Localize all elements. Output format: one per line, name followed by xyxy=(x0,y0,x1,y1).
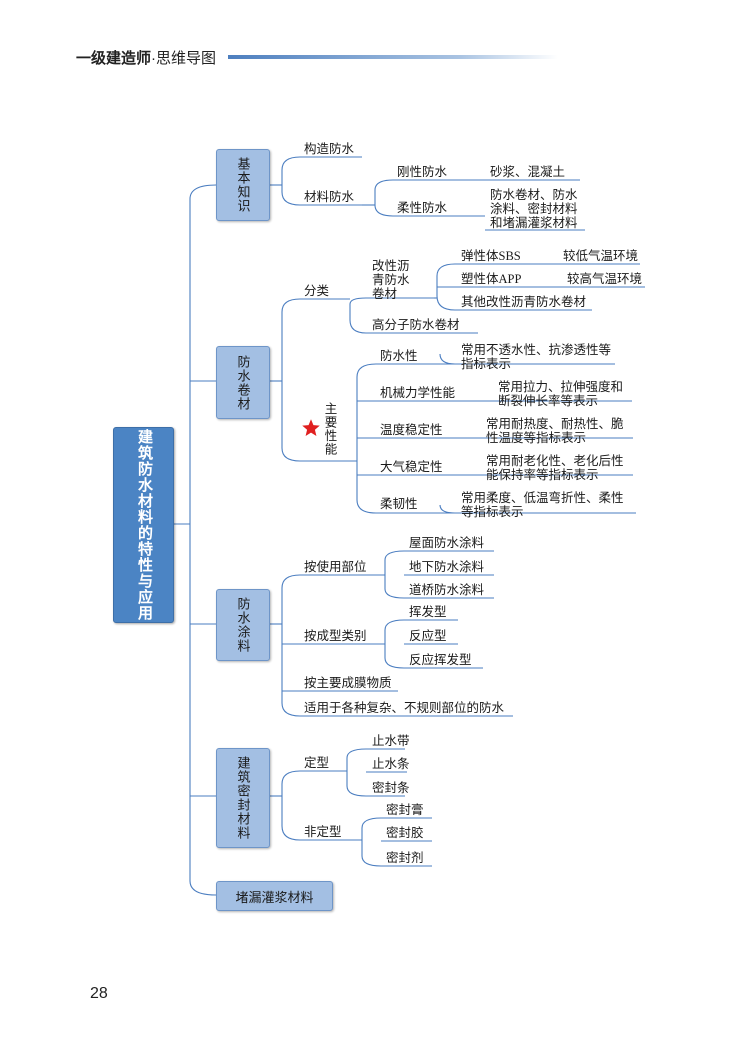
node-sealing: 建筑密封材料 xyxy=(216,748,270,848)
star-icon xyxy=(302,419,320,436)
label-unshaped-glue: 密封胶 xyxy=(386,826,424,840)
label-unshaped: 非定型 xyxy=(304,825,342,839)
node-grout: 堵漏灌浆材料 xyxy=(216,881,333,911)
label-prop-flexibility: 柔韧性 xyxy=(380,497,418,511)
label-prop-waterproofness-detail-1: 常用不透水性、抗渗透性等 xyxy=(461,343,612,357)
label-location-bridge: 道桥防水涂料 xyxy=(409,583,485,597)
page-header: 一级建造师·思维导图 xyxy=(76,47,216,68)
label-shaped-waterstop-belt: 止水带 xyxy=(372,734,410,748)
label-unshaped-paste: 密封膏 xyxy=(386,803,424,817)
label-prop-waterproofness: 防水性 xyxy=(380,349,418,363)
label-prop-waterproofness-detail-2: 指标表示 xyxy=(461,357,512,371)
label-unshaped-agent: 密封剂 xyxy=(386,851,424,865)
label-coating-usage: 适用于各种复杂、不规则部位的防水 xyxy=(304,701,505,715)
root-label: 建筑防水材料的特性与应用 xyxy=(136,429,152,621)
header-dot: · xyxy=(151,50,157,67)
label-flexible-detail-1: 防水卷材、防水 xyxy=(490,188,578,202)
label-prop-temperature-detail-2: 性温度等指标表示 xyxy=(486,431,587,445)
label-polymer: 高分子防水卷材 xyxy=(372,318,460,332)
label-type-reactive-volatile: 反应挥发型 xyxy=(409,653,472,667)
node-membrane: 防水卷材 xyxy=(216,346,270,419)
label-shaped-waterstop-strip: 止水条 xyxy=(372,757,410,771)
label-sbs: 弹性体SBS xyxy=(461,249,521,263)
label-prop-flexibility-detail-2: 等指标表示 xyxy=(461,505,524,519)
node-basic-knowledge: 基本知识 xyxy=(216,149,270,221)
label-main-performance: 主要性能 xyxy=(322,402,337,456)
label-structural-waterproof: 构造防水 xyxy=(304,142,355,156)
label-prop-mechanical-detail-2: 断裂伸长率等表示 xyxy=(498,394,599,408)
header-accent-bar xyxy=(228,55,558,59)
label-flexible-detail-2: 涂料、密封材料 xyxy=(490,202,578,216)
node-basic-knowledge-label: 基本知识 xyxy=(235,157,251,213)
label-by-location: 按使用部位 xyxy=(304,560,367,574)
label-by-film: 按主要成膜物质 xyxy=(304,676,392,690)
label-type-reactive: 反应型 xyxy=(409,629,447,643)
label-prop-weathering: 大气稳定性 xyxy=(380,460,443,474)
node-coating: 防水涂料 xyxy=(216,589,270,661)
header-subtitle: 思维导图 xyxy=(156,50,217,67)
label-sbs-detail: 较低气温环境 xyxy=(563,249,639,263)
label-app: 塑性体APP xyxy=(461,272,522,286)
label-prop-temperature-detail-1: 常用耐热度、耐热性、脆 xyxy=(486,417,624,431)
label-prop-weathering-detail-2: 能保持率等指标表示 xyxy=(486,468,599,482)
label-prop-mechanical: 机械力学性能 xyxy=(380,386,456,400)
label-shaped-seal-strip: 密封条 xyxy=(372,781,410,795)
label-flexible-waterproof: 柔性防水 xyxy=(397,201,448,215)
label-type-volatile: 挥发型 xyxy=(409,605,447,619)
label-material-waterproof: 材料防水 xyxy=(304,190,355,204)
label-rigid-detail: 砂浆、混凝土 xyxy=(490,165,566,179)
label-flexible-detail-3: 和堵漏灌浆材料 xyxy=(490,216,578,230)
header-book-title: 一级建造师 xyxy=(76,50,152,67)
node-grout-label: 堵漏灌浆材料 xyxy=(235,889,314,905)
label-app-detail: 较高气温环境 xyxy=(567,272,643,286)
label-prop-weathering-detail-1: 常用耐老化性、老化后性 xyxy=(486,454,624,468)
label-shaped: 定型 xyxy=(304,756,330,770)
label-prop-temperature: 温度稳定性 xyxy=(380,423,443,437)
label-location-roof: 屋面防水涂料 xyxy=(409,536,485,550)
page-number: 28 xyxy=(90,985,108,1002)
label-classification: 分类 xyxy=(304,284,330,298)
node-coating-label: 防水涂料 xyxy=(235,597,251,653)
label-rigid-waterproof: 刚性防水 xyxy=(397,165,448,179)
label-location-underground: 地下防水涂料 xyxy=(409,560,485,574)
label-modified-1: 改性沥 xyxy=(372,259,410,273)
label-other-modified: 其他改性沥青防水卷材 xyxy=(461,295,587,309)
label-modified-2: 青防水 xyxy=(372,273,410,287)
label-prop-mechanical-detail-1: 常用拉力、拉伸强度和 xyxy=(498,380,624,394)
label-by-type: 按成型类别 xyxy=(304,629,367,643)
node-membrane-label: 防水卷材 xyxy=(235,354,251,411)
label-modified-3: 卷材 xyxy=(372,287,398,301)
label-prop-flexibility-detail-1: 常用柔度、低温弯折性、柔性 xyxy=(461,491,624,505)
node-sealing-label: 建筑密封材料 xyxy=(235,756,251,840)
root-node: 建筑防水材料的特性与应用 xyxy=(113,427,174,623)
